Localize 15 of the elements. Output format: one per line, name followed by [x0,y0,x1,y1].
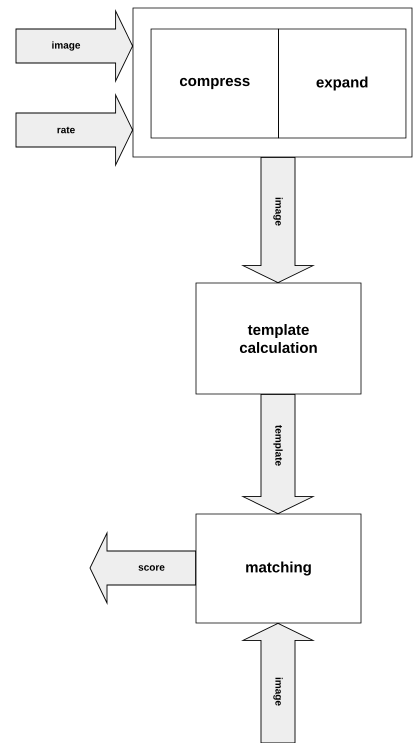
process-box: compress [150,28,279,138]
arrow-label: rate [56,126,76,134]
block-arrow [241,156,315,284]
block-arrow [16,9,134,83]
block-arrow [90,531,196,605]
block-arrow [16,93,134,167]
process-box: matching [196,514,362,624]
module-box [132,8,412,158]
arrow-label: image [272,196,284,227]
arrow-label: image [50,40,82,52]
process-box: template calculation [196,282,362,394]
block-arrow [241,622,315,743]
block-arrow [241,394,315,514]
process-box: expand [278,28,406,138]
arrow-label: image [272,676,284,707]
